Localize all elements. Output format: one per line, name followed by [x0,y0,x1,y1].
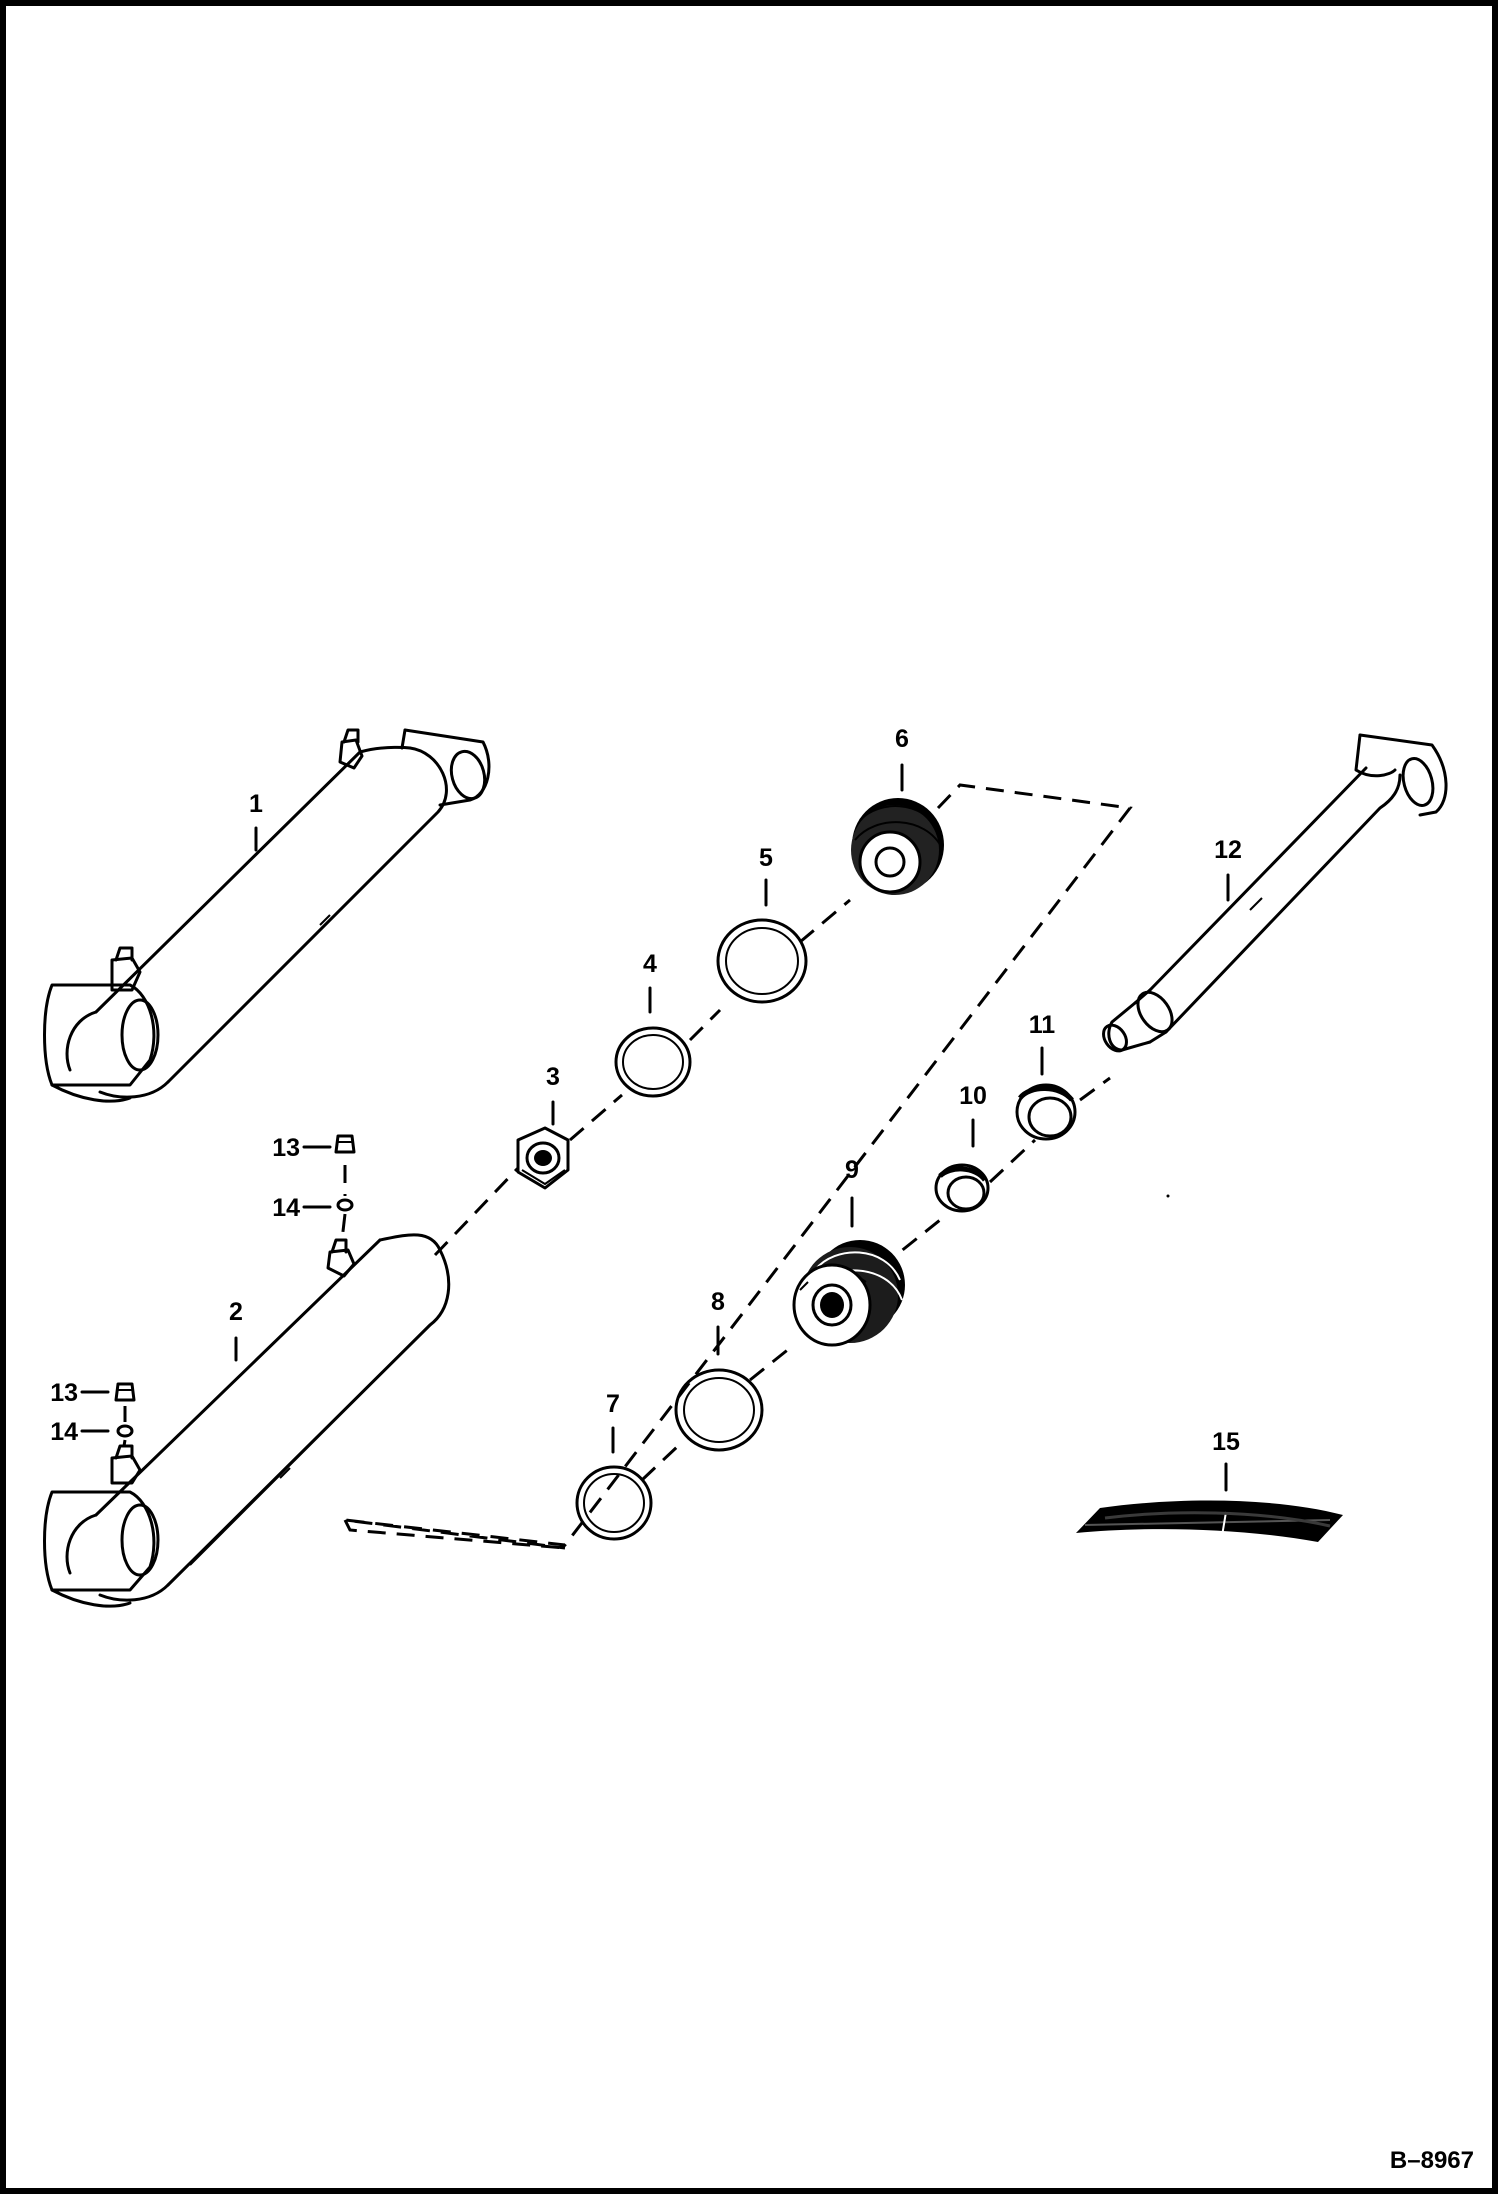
part-9-gland [792,1240,905,1347]
part-13-plug-upper [334,1134,356,1154]
part-3-lock-nut [516,1126,570,1190]
label-10: 10 [959,1082,987,1110]
label-13-upper: 13 [272,1134,300,1162]
part-14-oring-upper [336,1198,354,1212]
assembly-line-14-port-lower [122,1439,127,1447]
label-14-upper: 14 [272,1194,300,1222]
label-4: 4 [643,950,657,978]
label-14-lower: 14 [50,1418,78,1446]
label-2: 2 [229,1298,243,1326]
part-4-o-ring [614,1026,692,1098]
assembly-line-upper-chain [433,898,851,1257]
label-13-lower: 13 [50,1379,78,1407]
label-12: 12 [1214,836,1242,864]
part-11-wiper [1015,1083,1077,1141]
part-5-backup-ring [716,918,808,1004]
label-5: 5 [759,844,773,872]
label-1: 1 [249,790,263,818]
label-8: 8 [711,1288,725,1316]
assembly-parallelogram-base [343,1519,566,1550]
part-15-kit-pouch [1076,1500,1343,1542]
part-2-barrel [43,1233,451,1608]
label-15: 15 [1212,1428,1240,1456]
label-6: 6 [895,725,909,753]
label-7: 7 [606,1390,620,1418]
assembly-parallelogram [344,783,1133,1550]
assembly-line-14-port-upper [340,1213,347,1241]
part-1-cylinder-assembly [43,728,491,1103]
part-14-oring-lower [116,1424,134,1438]
speck [1166,1194,1170,1198]
part-12-rod [1102,733,1448,1053]
part-13-plug-lower [114,1382,136,1402]
part-8-backup-ring [674,1368,764,1452]
label-9: 9 [845,1156,859,1184]
label-3: 3 [546,1063,560,1091]
assembly-line-lower-chain [640,1076,1111,1482]
label-11: 11 [1029,1011,1056,1039]
figure-reference-number: B–8967 [1390,2147,1474,2174]
part-6-piston [851,798,944,895]
part-7-o-ring [575,1465,653,1541]
part-10-rod-seal [934,1163,990,1213]
